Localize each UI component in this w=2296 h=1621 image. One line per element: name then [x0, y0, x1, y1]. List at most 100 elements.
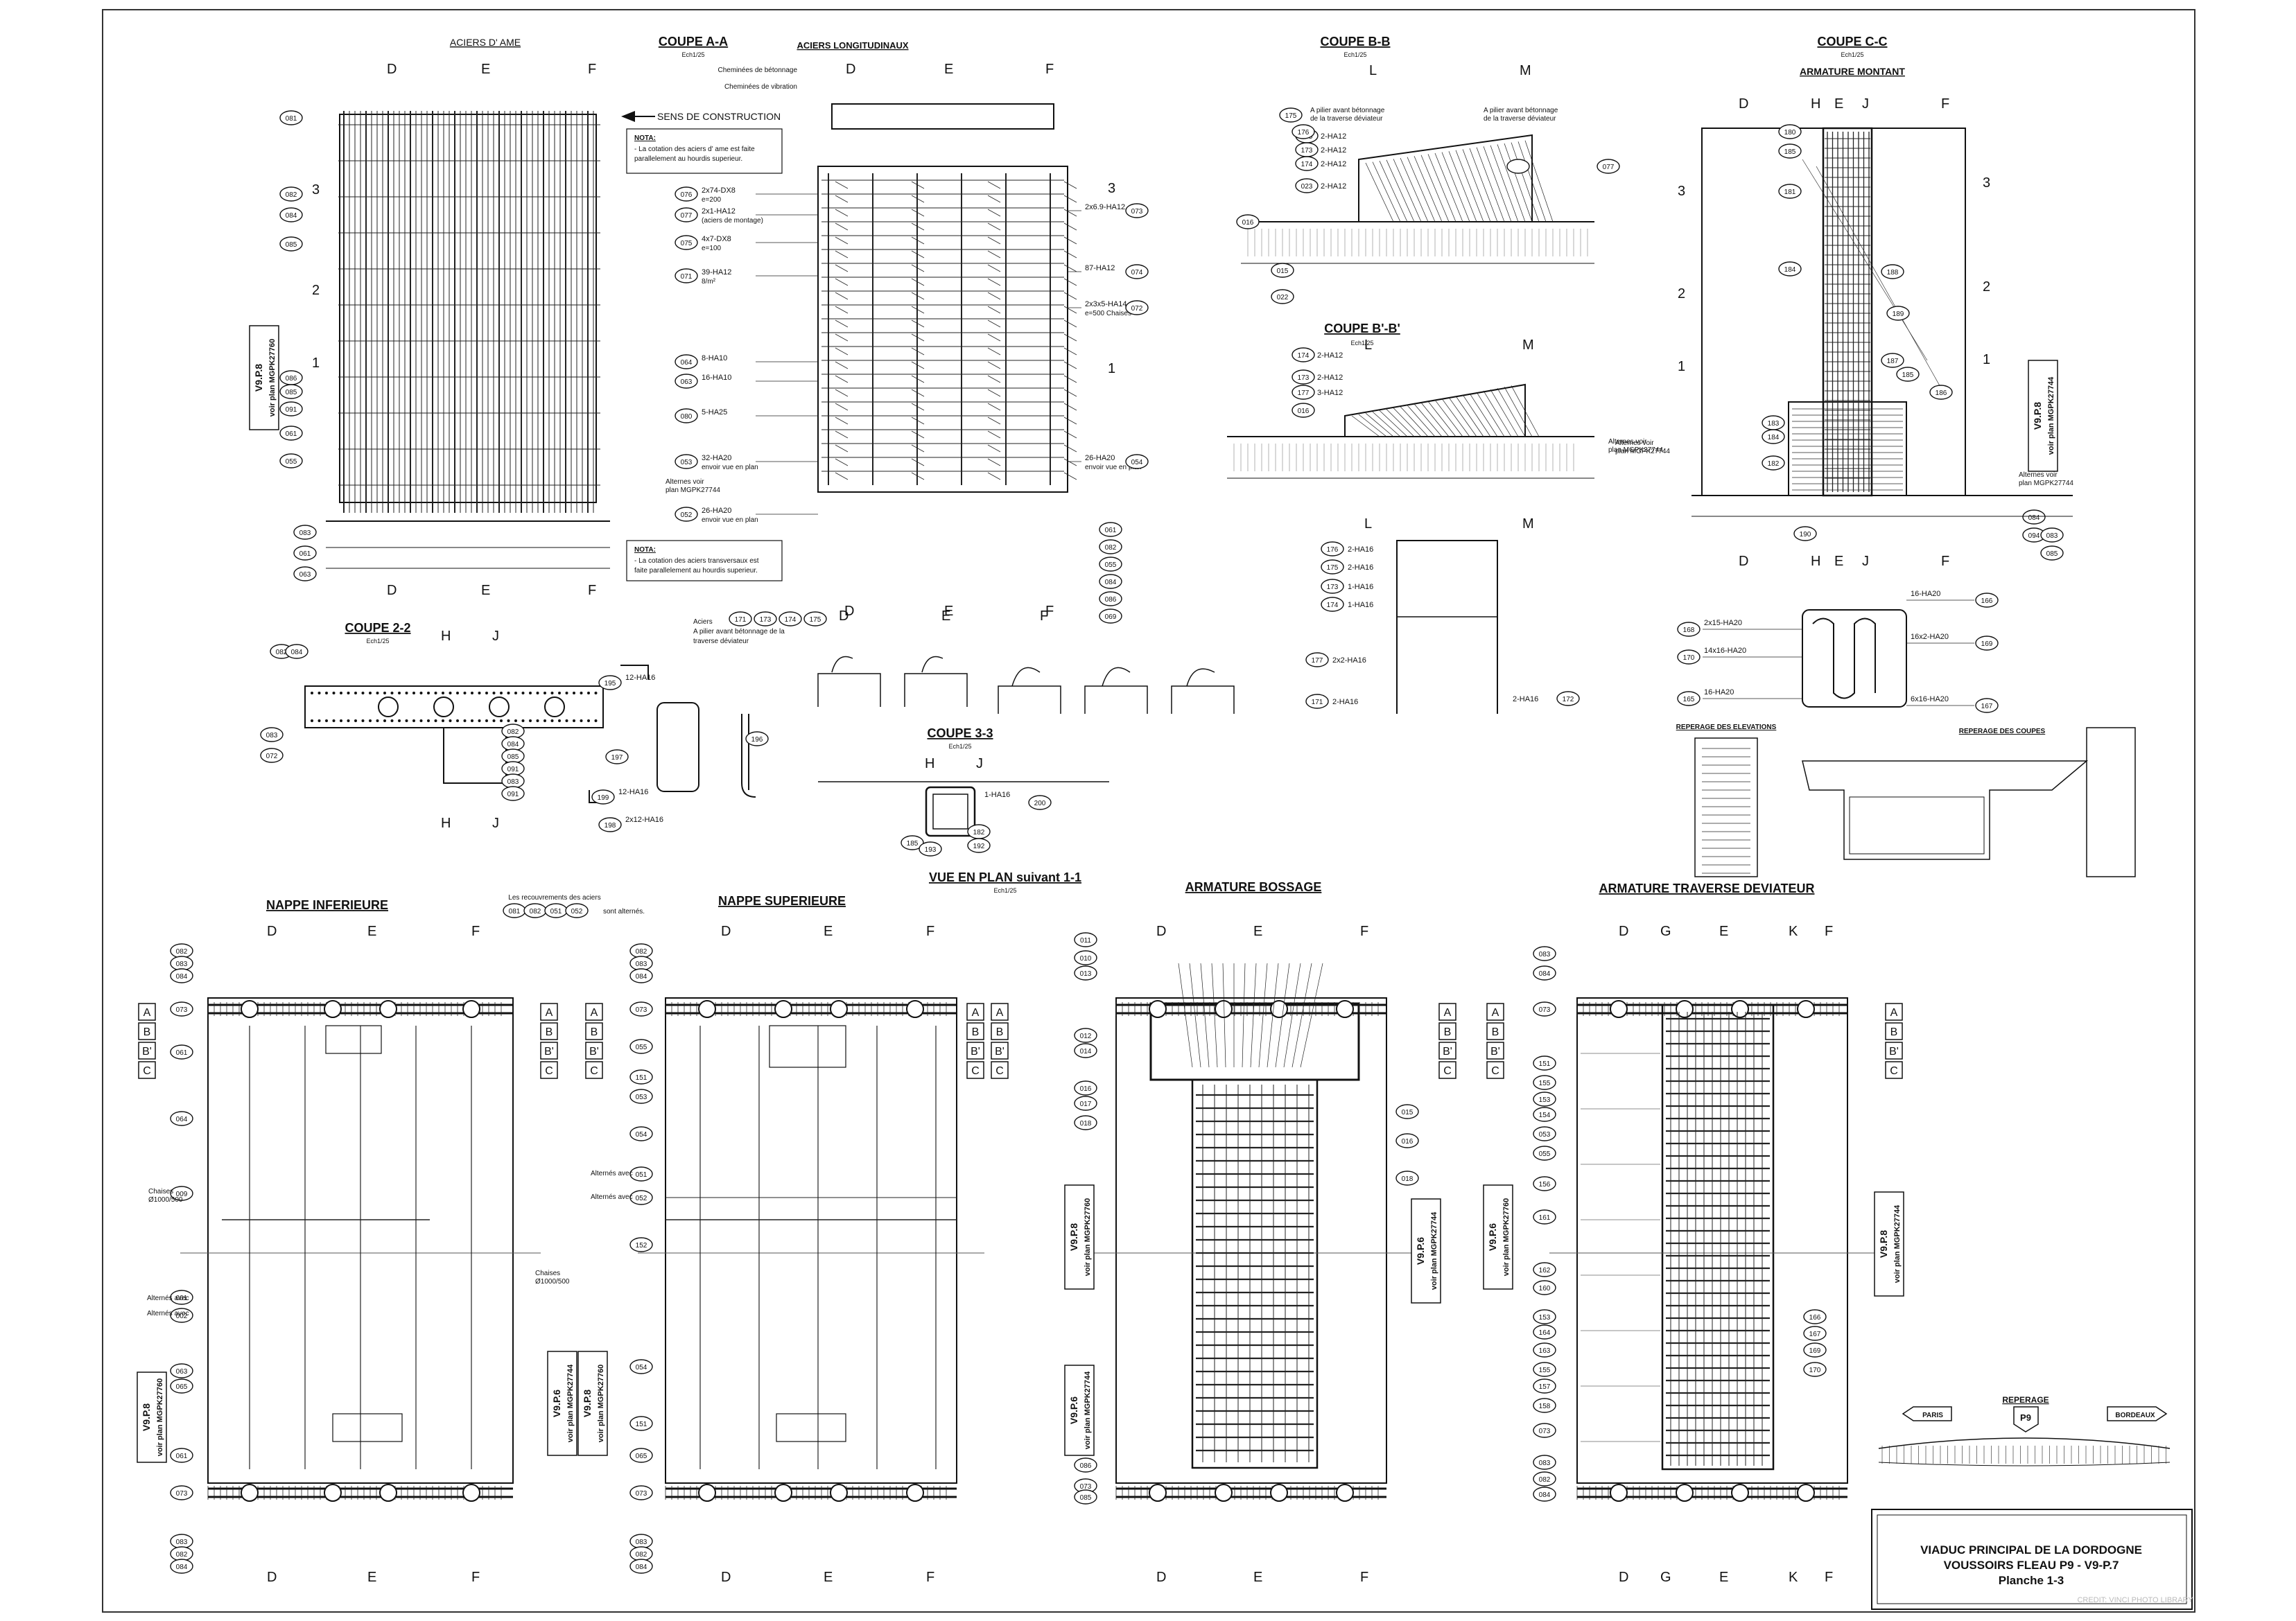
bar-mark-bubble: 165 — [1677, 691, 1701, 706]
section-cut-marker: B' — [540, 1042, 558, 1060]
svg-text:185: 185 — [907, 840, 919, 848]
svg-text:voir plan MGPK27744: voir plan MGPK27744 — [566, 1364, 575, 1442]
svg-text:063: 063 — [176, 1368, 188, 1376]
svg-text:173: 173 — [1327, 584, 1339, 591]
svg-text:014: 014 — [1080, 1048, 1092, 1055]
bar-mark-bubble: 076 — [675, 186, 698, 202]
svg-text:A: A — [1492, 1007, 1499, 1019]
svg-text:2-HA12: 2-HA12 — [1317, 374, 1343, 382]
bar-callout: 016 — [1292, 403, 1315, 418]
nota-box-2: NOTA: - La cotation des aciers transvers… — [626, 540, 783, 581]
view-coupe-aa: COUPE A-A Ech1/25 ACIERS LONGITUDINAUX C… — [621, 35, 1235, 714]
grid-label: J — [1862, 96, 1869, 112]
section-cut-marker: B' — [138, 1042, 156, 1060]
svg-text:V9.P.8: V9.P.8 — [1878, 1230, 1889, 1258]
svg-text:052: 052 — [571, 908, 583, 915]
svg-text:174: 174 — [1298, 352, 1310, 360]
svg-text:16-HA10: 16-HA10 — [702, 374, 731, 382]
view-reperage: REPERAGE PARIS BORDEAUX P9 — [1878, 1395, 2171, 1466]
grid-label: F — [926, 1570, 934, 1585]
svg-text:082: 082 — [276, 649, 288, 656]
section-cut-marker: C — [585, 1061, 603, 1079]
grid-label: K — [1789, 924, 1798, 939]
svg-text:C: C — [590, 1065, 598, 1077]
bar-mark-bubble: 081 — [279, 110, 303, 125]
svg-text:B: B — [591, 1026, 598, 1038]
bar-mark-bubble: 055 — [279, 453, 303, 468]
svg-text:2x1-HA12: 2x1-HA12 — [702, 207, 736, 216]
bar-mark-bubble: 084 — [170, 968, 193, 983]
bar-mark-bubble: 198 — [598, 817, 622, 832]
svg-text:P9: P9 — [2020, 1412, 2031, 1423]
svg-text:082: 082 — [1539, 1476, 1551, 1484]
title-line-1: VIADUC PRINCIPAL DE LA DORDOGNE — [1920, 1543, 2142, 1557]
svg-text:L: L — [1364, 516, 1372, 532]
svg-text:180: 180 — [1784, 129, 1796, 137]
section-cut-marker: C — [966, 1061, 984, 1079]
svg-text:181: 181 — [1784, 189, 1796, 196]
svg-text:010: 010 — [1080, 955, 1092, 963]
bar-callout: 063 16-HA10 — [675, 374, 818, 389]
svg-text:076: 076 — [681, 191, 693, 199]
bar-callout: 196 — [745, 731, 769, 746]
svg-text:REPERAGE DES COUPES: REPERAGE DES COUPES — [1959, 728, 2046, 735]
section-cut-marker: C — [540, 1061, 558, 1079]
svg-text:V9.P.8: V9.P.8 — [2032, 402, 2043, 430]
ni-labels: Chaises Ø1000/500 Chaises Ø1000/500 Alte… — [147, 1188, 570, 1317]
pier-note: Aciers A pilier avant bétonnage de la tr… — [693, 618, 785, 645]
grid-label: E — [824, 924, 833, 939]
svg-text:012: 012 — [1080, 1033, 1092, 1040]
bar-mark-bubble: 184 — [1778, 261, 1802, 277]
svg-text:065: 065 — [176, 1383, 188, 1391]
svg-text:voir plan MGPK27760: voir plan MGPK27760 — [268, 339, 277, 417]
view-title: ACIERS D' AME — [450, 37, 521, 48]
view-title: NAPPE INFERIEURE — [266, 898, 388, 912]
svg-text:B: B — [144, 1026, 151, 1038]
grid-label: D — [387, 583, 397, 598]
svg-text:051: 051 — [636, 1171, 647, 1179]
svg-text:plan MGPK27744: plan MGPK27744 — [1608, 446, 1663, 454]
svg-text:082: 082 — [530, 908, 541, 915]
svg-text:faite parallelement au hourdis: faite parallelement au hourdis superieur… — [634, 567, 758, 575]
bar-mark-bubble: 052 — [629, 1190, 653, 1205]
svg-text:V9.P.8: V9.P.8 — [582, 1390, 593, 1417]
section-cut-marker: B — [991, 1022, 1009, 1040]
svg-text:085: 085 — [286, 241, 297, 249]
grid-label: D — [1619, 924, 1628, 939]
bar-mark-bubble: 069 — [1099, 608, 1122, 624]
svg-text:165: 165 — [1683, 696, 1695, 703]
grid-label: F — [588, 62, 596, 77]
bar-mark-bubble: 181 — [1778, 184, 1802, 199]
svg-text:NOTA:: NOTA: — [634, 546, 656, 554]
svg-text:085: 085 — [286, 389, 297, 396]
svg-text:J: J — [492, 816, 499, 831]
bar-mark-bubble: 164 — [1533, 1324, 1556, 1340]
svg-text:018: 018 — [1080, 1120, 1092, 1128]
grid-label: E — [367, 1570, 376, 1585]
svg-text:3: 3 — [1678, 184, 1685, 199]
bar-mark-bubble: 175 — [803, 611, 827, 627]
svg-text:197: 197 — [611, 754, 623, 762]
bb-note-right: A pilier avant bétonnage de la traverse … — [1484, 107, 1558, 123]
svg-text:082: 082 — [176, 1551, 188, 1559]
svg-text:009: 009 — [176, 1191, 188, 1198]
svg-text:083: 083 — [507, 778, 519, 786]
svg-text:12-HA16: 12-HA16 — [625, 674, 655, 682]
grid-label: D — [1739, 554, 1748, 569]
bar-mark-bubble: 082 — [629, 943, 653, 958]
svg-text:077: 077 — [1603, 164, 1615, 171]
view-aciers-ame: ACIERS D' AME D E F D E F 3 2 1 08108208… — [249, 37, 610, 598]
bar-mark-bubble: 063 — [675, 374, 698, 389]
grid-label: H — [1811, 554, 1820, 569]
bar-mark-bubble: 017 — [1074, 1096, 1097, 1111]
svg-text:A: A — [1890, 1007, 1898, 1019]
bar-mark-bubble: 075 — [675, 235, 698, 250]
